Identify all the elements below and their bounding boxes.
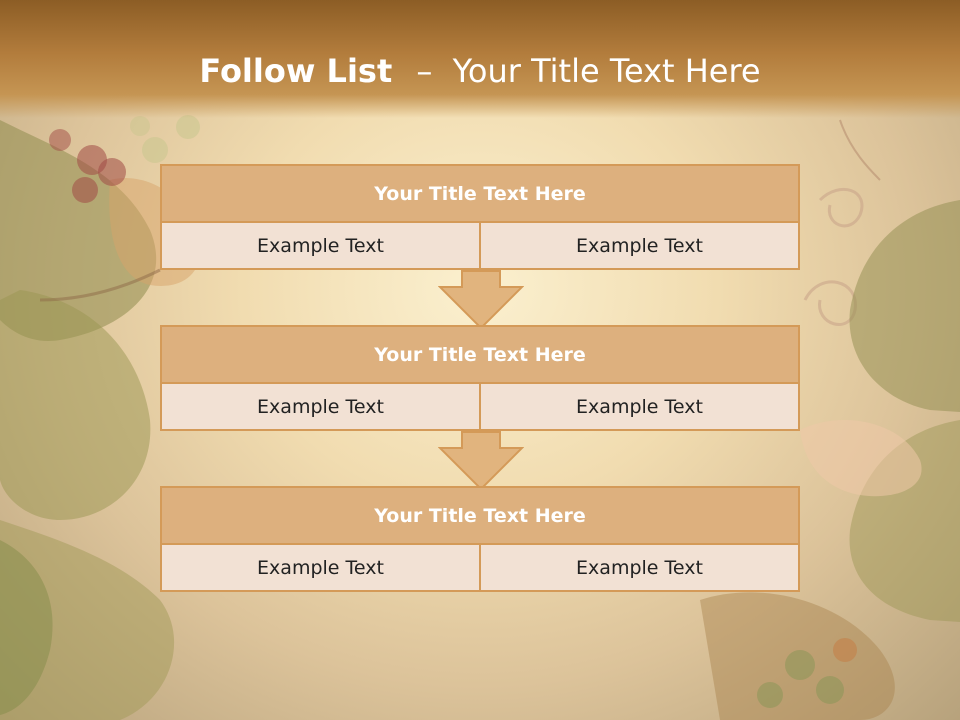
- block-title: Your Title Text Here: [162, 166, 798, 223]
- slide-title-rest: Your Title Text Here: [452, 52, 761, 90]
- block-cell-right: Example Text: [479, 545, 798, 590]
- block-cell-left: Example Text: [162, 223, 479, 268]
- block-row: Example Text Example Text: [162, 545, 798, 590]
- block-cell-right: Example Text: [479, 223, 798, 268]
- block-cell-left: Example Text: [162, 384, 479, 429]
- list-block-1: Your Title Text Here Example Text Exampl…: [160, 164, 800, 270]
- list-block-3: Your Title Text Here Example Text Exampl…: [160, 486, 800, 592]
- slide-title-strong: Follow List: [199, 52, 393, 90]
- down-arrow-icon: [438, 270, 524, 330]
- slide-title-dash: –: [416, 52, 433, 90]
- block-row: Example Text Example Text: [162, 223, 798, 268]
- slide-title: Follow List – Your Title Text Here: [0, 52, 960, 90]
- block-title: Your Title Text Here: [162, 327, 798, 384]
- title-bar: [0, 0, 960, 118]
- block-cell-right: Example Text: [479, 384, 798, 429]
- block-cell-left: Example Text: [162, 545, 479, 590]
- block-title: Your Title Text Here: [162, 488, 798, 545]
- list-block-2: Your Title Text Here Example Text Exampl…: [160, 325, 800, 431]
- block-row: Example Text Example Text: [162, 384, 798, 429]
- down-arrow-icon: [438, 431, 524, 491]
